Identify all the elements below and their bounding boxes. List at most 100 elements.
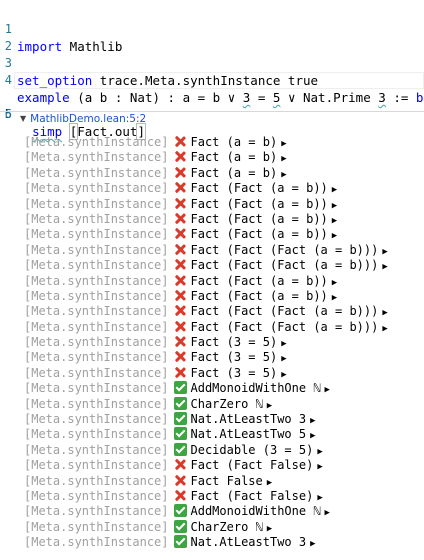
trace-row[interactable]: [Meta.synthInstance]CharZero ℕ▶ <box>24 396 388 412</box>
trace-row[interactable]: [Meta.synthInstance]Fact (Fact (a = b))▶ <box>24 197 388 212</box>
line-number: 6 <box>4 107 12 121</box>
trace-class-label: [Meta.synthInstance] <box>24 381 169 396</box>
expand-arrow-icon[interactable]: ▶ <box>331 185 338 196</box>
expand-arrow-icon[interactable]: ▶ <box>317 462 323 473</box>
trace-row[interactable]: [Meta.synthInstance]Fact False▶ <box>24 474 388 489</box>
trace-row[interactable]: [Meta.synthInstance]Fact (a = b)▶ <box>24 166 388 181</box>
expand-arrow-icon[interactable]: ▶ <box>331 277 338 288</box>
goal-location-header[interactable]: ▼MathlibDemo.lean:5:2 <box>20 112 146 126</box>
expand-arrow-icon[interactable]: ▶ <box>266 523 273 534</box>
squiggle-literal[interactable]: 3 <box>242 90 251 105</box>
trace-row[interactable]: [Meta.synthInstance]Fact (3 = 5)▶ <box>24 366 388 381</box>
trace-class-label: [Meta.synthInstance] <box>24 304 169 319</box>
expand-arrow-icon[interactable]: ▶ <box>382 246 388 257</box>
trace-row[interactable]: [Meta.synthInstance]Fact (Fact False)▶ <box>24 458 388 473</box>
expand-arrow-icon[interactable]: ▶ <box>382 323 388 334</box>
trace-row[interactable]: [Meta.synthInstance]Fact (Fact (Fact (a … <box>24 258 388 273</box>
trace-row[interactable]: [Meta.synthInstance]Fact (Fact False)▶ <box>24 489 388 504</box>
trace-row[interactable]: [Meta.synthInstance]Fact (Fact (Fact (a … <box>24 243 388 258</box>
expand-arrow-icon[interactable]: ▶ <box>317 492 323 503</box>
expand-arrow-icon[interactable]: ▶ <box>266 477 273 488</box>
code-text[interactable]: set_option trace.Meta.synthInstance true <box>17 72 318 89</box>
trace-class-label: [Meta.synthInstance] <box>24 211 169 226</box>
expand-arrow-icon[interactable]: ▶ <box>281 169 287 180</box>
collapse-triangle-icon[interactable]: ▼ <box>20 114 27 123</box>
trace-row[interactable]: [Meta.synthInstance]AddMonoidWithOne ℕ▶ <box>24 381 388 396</box>
code-line-4[interactable]: 4 example (a b : Nat) : a = b ∨ 3 = 5 ∨ … <box>0 55 424 105</box>
expand-arrow-icon[interactable]: ▶ <box>331 231 338 242</box>
trace-row[interactable]: [Meta.synthInstance]Decidable (3 = 5)▶ <box>24 442 388 458</box>
code-text[interactable]: example (a b : Nat) : a = b ∨ 3 = 5 ∨ Na… <box>17 89 424 106</box>
cross-mark-icon <box>174 489 187 502</box>
module-name: Mathlib <box>62 39 123 54</box>
trace-row[interactable]: [Meta.synthInstance]Fact (3 = 5)▶ <box>24 335 388 350</box>
trace-class-label: [Meta.synthInstance] <box>24 319 169 334</box>
keyword-set-option: set_option <box>17 73 93 88</box>
bracket-open: [ <box>68 123 79 140</box>
code-text[interactable]: import Mathlib <box>17 38 122 55</box>
expand-arrow-icon[interactable]: ▶ <box>317 446 323 457</box>
code-line-2[interactable]: 2 <box>0 21 424 53</box>
expand-arrow-icon[interactable]: ▶ <box>331 292 338 303</box>
tactic-simp[interactable]: simp <box>32 124 63 139</box>
trace-expression: Fact (3 = 5) <box>190 350 278 365</box>
expand-arrow-icon[interactable]: ▶ <box>281 339 287 350</box>
trace-row[interactable]: [Meta.synthInstance] Fact (3 = 5)▶ <box>24 350 388 365</box>
trace-row[interactable]: [Meta.synthInstance]Fact (Fact (Fact (a … <box>24 320 388 335</box>
trace-class-label: [Meta.synthInstance] <box>24 273 169 288</box>
expand-arrow-icon[interactable]: ▶ <box>281 369 287 380</box>
trace-row[interactable]: [Meta.synthInstance]CharZero ℕ▶ <box>24 519 388 535</box>
trace-expression: Fact (Fact (Fact (a = b))) <box>190 258 379 273</box>
check-mark-icon <box>173 535 187 549</box>
bracket-close: ] <box>136 123 146 140</box>
expand-arrow-icon[interactable]: ▶ <box>382 308 388 319</box>
squiggle-literal[interactable]: 5 <box>272 90 281 105</box>
expand-arrow-icon[interactable]: ▶ <box>281 154 287 165</box>
trace-row[interactable]: [Meta.synthInstance]Nat.AtLeastTwo 3▶ <box>24 412 388 427</box>
expand-arrow-icon[interactable]: ▶ <box>310 539 316 550</box>
code-text[interactable]: simp [Fact.out] <box>17 123 146 140</box>
line-number: 4 <box>4 73 12 87</box>
code-line-1[interactable]: 1 import Mathlib <box>0 4 424 54</box>
code-line-5[interactable]: 5 simp [Fact.out] <box>0 72 424 140</box>
expand-arrow-icon[interactable]: ▶ <box>331 200 338 211</box>
trace-row[interactable]: [Meta.synthInstance]Fact (Fact (a = b))▶ <box>24 181 388 196</box>
trace-row[interactable]: [Meta.synthInstance]Nat.AtLeastTwo 3▶ <box>24 535 388 550</box>
trace-row[interactable]: [Meta.synthInstance]Fact (Fact (a = b))▶ <box>24 289 388 304</box>
cross-mark-icon <box>174 181 187 194</box>
cross-mark-icon <box>174 166 187 179</box>
trace-expression: Fact (Fact (a = b)) <box>190 211 328 226</box>
code-editor[interactable]: 1 import Mathlib 2 3 set_option trace.Me… <box>0 4 424 140</box>
line-number: 5 <box>4 107 12 121</box>
check-mark-icon <box>173 396 187 410</box>
trace-expression: Fact False <box>190 473 263 488</box>
trace-row[interactable]: [Meta.synthInstance] Fact (Fact (a = b))▶ <box>24 212 388 227</box>
lemma-name[interactable]: Fact.out <box>77 124 138 139</box>
expand-arrow-icon[interactable]: ▶ <box>382 262 388 273</box>
trace-expression: AddMonoidWithOne ℕ <box>190 504 321 519</box>
expand-arrow-icon[interactable]: ▶ <box>324 385 330 396</box>
expand-arrow-icon[interactable]: ▶ <box>310 416 316 427</box>
keyword-by: by <box>415 90 424 105</box>
trace-class-label: [Meta.synthInstance] <box>24 350 169 365</box>
trace-row[interactable]: [Meta.synthInstance]Fact (Fact (Fact (a … <box>24 304 388 319</box>
trace-row[interactable]: [Meta.synthInstance]Nat.AtLeastTwo 5▶ <box>24 427 388 442</box>
goal-location-link[interactable]: MathlibDemo.lean:5:2 <box>30 113 147 125</box>
line-number: 1 <box>4 22 12 36</box>
expand-arrow-icon[interactable]: ▶ <box>281 139 287 149</box>
trace-row[interactable]: [Meta.synthInstance]Fact (a = b)▶ <box>24 150 388 165</box>
trace-expression: Fact (Fact False) <box>190 458 314 473</box>
code-line-6[interactable]: 6 <box>0 89 424 121</box>
line-number: 2 <box>4 39 12 53</box>
expand-arrow-icon[interactable]: ▶ <box>310 431 316 442</box>
expand-arrow-icon[interactable]: ▶ <box>281 354 287 365</box>
expand-arrow-icon[interactable]: ▶ <box>331 215 338 226</box>
expand-arrow-icon[interactable]: ▶ <box>266 400 273 411</box>
squiggle-literal[interactable]: 3 <box>378 90 386 105</box>
trace-row[interactable]: [Meta.synthInstance]AddMonoidWithOne ℕ▶ <box>24 504 388 519</box>
trace-row[interactable]: [Meta.synthInstance]Fact (a = b)▶ <box>24 135 388 150</box>
trace-row[interactable]: [Meta.synthInstance]Fact (Fact (a = b))▶ <box>24 227 388 242</box>
code-line-3[interactable]: 3 set_option trace.Meta.synthInstance tr… <box>0 38 424 88</box>
trace-row[interactable]: [Meta.synthInstance]Fact (Fact (a = b))▶ <box>24 274 388 289</box>
expand-arrow-icon[interactable]: ▶ <box>324 508 330 519</box>
